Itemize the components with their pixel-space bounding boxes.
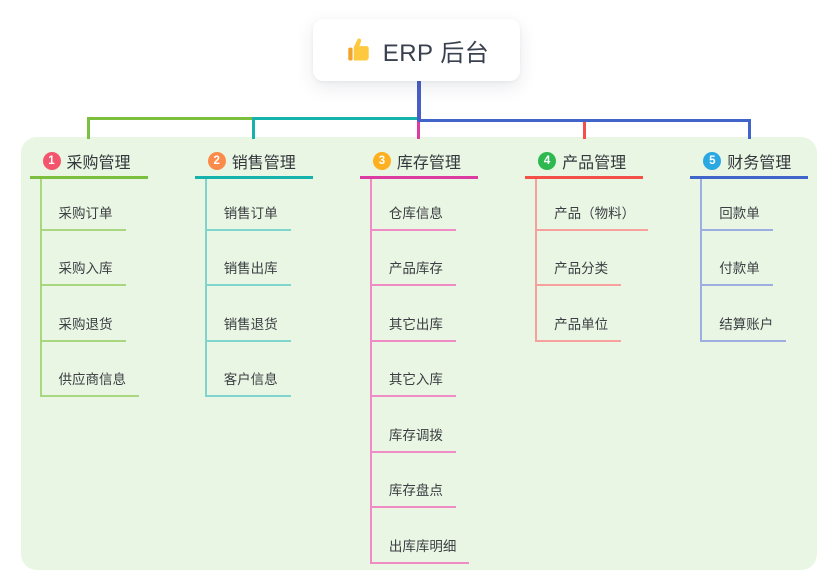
leaf-item[interactable]: 结算账户 bbox=[700, 315, 787, 342]
branch-rail-2 bbox=[252, 117, 419, 120]
leaf-item[interactable]: 库存盘点 bbox=[369, 481, 456, 508]
branch-header[interactable]: 5 财务管理 bbox=[690, 146, 808, 176]
leaf-item[interactable]: 库存调拨 bbox=[369, 426, 456, 453]
leaf-item[interactable]: 销售出库 bbox=[204, 259, 291, 286]
branch-spine-line bbox=[535, 179, 538, 342]
branch-spine-line bbox=[700, 179, 703, 342]
leaf-item[interactable]: 销售退货 bbox=[204, 315, 291, 342]
branch-title: 库存管理 bbox=[396, 155, 461, 172]
leaf-item[interactable]: 其它入库 bbox=[369, 370, 456, 397]
branch-title: 财务管理 bbox=[727, 155, 792, 172]
leaf-item[interactable]: 仓库信息 bbox=[369, 204, 456, 231]
branches-panel bbox=[21, 137, 817, 570]
branch-header[interactable]: 1 采购管理 bbox=[30, 146, 148, 176]
branch-spine-line bbox=[39, 179, 42, 397]
drop-line-3 bbox=[417, 119, 421, 139]
leaf-item[interactable]: 客户信息 bbox=[204, 370, 291, 397]
branch-column: 1 采购管理 采购订单采购入库采购退货供应商信息 bbox=[29, 146, 148, 397]
drop-line-2 bbox=[252, 117, 256, 139]
branch-underline bbox=[525, 176, 644, 179]
leaf-item[interactable]: 产品分类 bbox=[535, 259, 622, 286]
branch-title: 销售管理 bbox=[231, 155, 296, 172]
branch-underline bbox=[690, 176, 809, 179]
branch-rail-5 bbox=[418, 119, 751, 122]
branch-title: 产品管理 bbox=[562, 155, 627, 172]
branch-underline bbox=[359, 176, 478, 179]
branch-underline bbox=[29, 176, 148, 179]
branch-spine-line bbox=[369, 179, 372, 564]
root-title: ERP 后台 bbox=[382, 39, 490, 67]
leaf-item[interactable]: 付款单 bbox=[700, 259, 773, 286]
leaf-item[interactable]: 产品单位 bbox=[535, 315, 622, 342]
branch-header[interactable]: 3 库存管理 bbox=[360, 146, 478, 176]
leaf-item[interactable]: 采购入库 bbox=[39, 259, 126, 286]
branch-column: 5 财务管理 回款单付款单结算账户 bbox=[690, 146, 809, 342]
branch-underline bbox=[194, 176, 313, 179]
branch-title: 采购管理 bbox=[66, 155, 131, 172]
branch-header[interactable]: 4 产品管理 bbox=[525, 146, 643, 176]
drop-line-5 bbox=[747, 119, 751, 139]
branch-number-badge: 2 bbox=[207, 152, 226, 170]
branch-column: 2 销售管理 销售订单销售出库销售退货客户信息 bbox=[194, 146, 313, 397]
branch-column: 3 库存管理 仓库信息产品库存其它出库其它入库库存调拨库存盘点出库库明细 bbox=[359, 146, 478, 564]
branch-spine-line bbox=[204, 179, 207, 397]
leaf-item[interactable]: 产品（物料） bbox=[535, 204, 649, 231]
branch-number-badge: 3 bbox=[372, 152, 391, 170]
leaf-item[interactable]: 出库库明细 bbox=[369, 537, 470, 564]
leaf-item[interactable]: 供应商信息 bbox=[39, 370, 139, 397]
drop-line-4 bbox=[582, 119, 586, 139]
branch-header[interactable]: 2 销售管理 bbox=[195, 146, 313, 176]
leaf-item[interactable]: 产品库存 bbox=[369, 259, 456, 286]
trunk-line bbox=[416, 80, 421, 121]
leaf-item[interactable]: 采购订单 bbox=[39, 204, 126, 231]
branch-number-badge: 5 bbox=[703, 152, 722, 170]
thumbs-up-icon bbox=[347, 38, 369, 61]
leaf-item[interactable]: 回款单 bbox=[700, 204, 773, 231]
leaf-item[interactable]: 其它出库 bbox=[369, 315, 456, 342]
leaf-item[interactable]: 销售订单 bbox=[204, 204, 291, 231]
branch-number-badge: 1 bbox=[42, 152, 61, 170]
leaf-item[interactable]: 采购退货 bbox=[39, 315, 126, 342]
branch-column: 4 产品管理 产品（物料） 产品分类产品单位 bbox=[525, 146, 649, 342]
root-node[interactable]: ERP 后台 bbox=[313, 19, 520, 81]
drop-line-1 bbox=[87, 117, 90, 139]
branch-number-badge: 4 bbox=[538, 152, 557, 170]
